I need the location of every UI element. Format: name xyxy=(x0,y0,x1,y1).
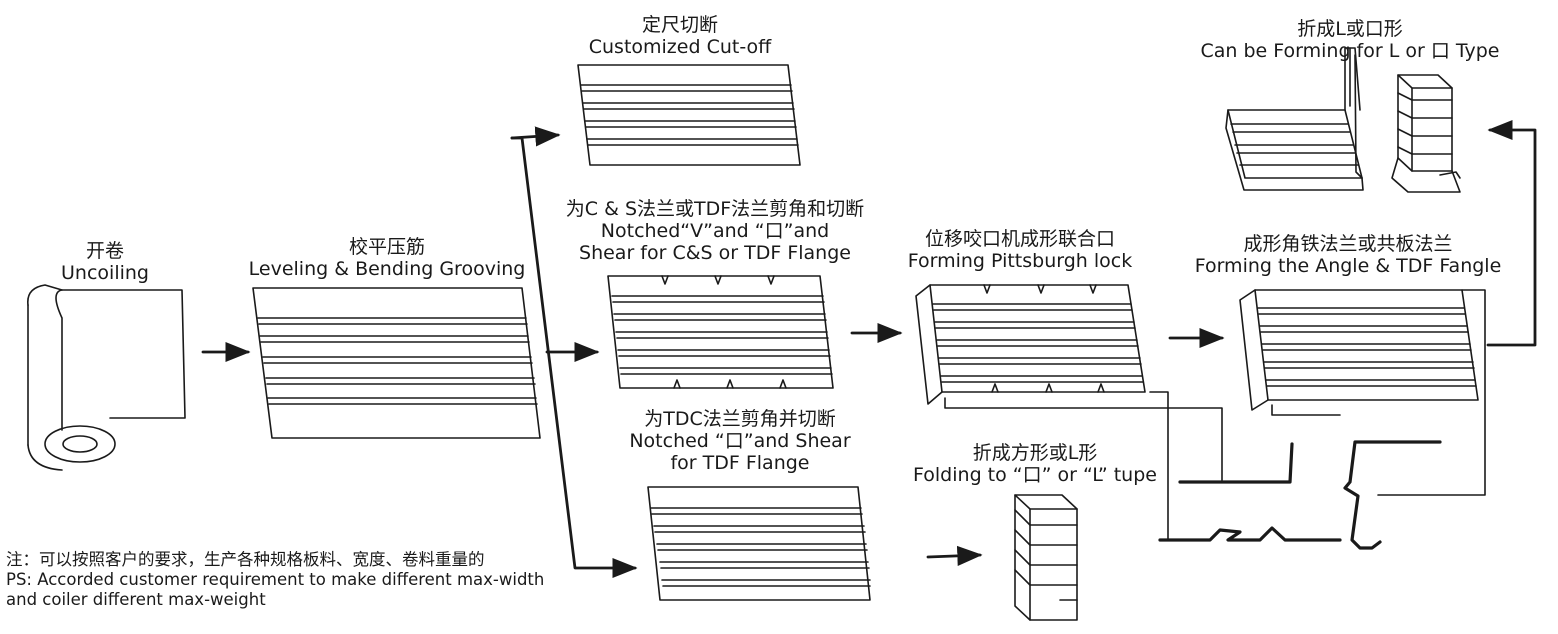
ps-note: 注：可以按照客户的要求，生产各种规格板料、宽度、卷料重量的 PS: Accord… xyxy=(6,550,544,610)
notch-tdc-en2: for TDF Flange xyxy=(670,452,810,474)
forming-l-cn: 折成L或口形 xyxy=(1297,18,1403,40)
square-duct-illustration xyxy=(1391,74,1461,193)
folding-cn: 折成方形或L形 xyxy=(972,442,1098,464)
notch-tdc-cn: 为TDC法兰剪角并切断 xyxy=(644,408,836,430)
cutoff-en: Customized Cut-off xyxy=(588,36,772,58)
label-cutoff: 定尺切断 Customized Cut-off xyxy=(570,14,790,58)
notched-v-sheet-illustration xyxy=(607,275,834,389)
folding-en: Folding to “口” or “L” tupe xyxy=(913,464,1157,486)
angle-en: Forming the Angle & TDF Fangle xyxy=(1194,255,1502,277)
notch-tdc-en1: Notched “口”and Shear xyxy=(629,430,851,452)
pittsburgh-en: Forming Pittsburgh lock xyxy=(907,250,1133,272)
label-leveling: 校平压筋 Leveling & Bending Grooving xyxy=(232,236,542,280)
cutoff-sheet-illustration xyxy=(577,64,801,166)
l-shape-duct-illustration xyxy=(1225,47,1364,191)
label-angle: 成形角铁法兰或共板法兰 Forming the Angle & TDF Fang… xyxy=(1188,233,1508,277)
folded-duct-illustration xyxy=(1014,494,1078,621)
tdc-notched-sheet-illustration xyxy=(647,486,871,601)
label-pittsburgh: 位移咬口机成形联合口 Forming Pittsburgh lock xyxy=(890,228,1150,272)
note-en1: PS: Accorded customer requirement to mak… xyxy=(6,570,545,589)
coil-illustration xyxy=(27,284,186,471)
label-forming-l: 折成L或口形 Can be Forming for L or 口 Type xyxy=(1190,18,1510,62)
leveled-sheet-illustration xyxy=(252,287,541,439)
uncoiling-cn: 开卷 xyxy=(85,240,124,262)
flange-profiles xyxy=(1158,440,1442,550)
pittsburgh-sheet-illustration xyxy=(915,284,1223,541)
uncoiling-en: Uncoiling xyxy=(61,262,149,284)
leveling-cn: 校平压筋 xyxy=(348,236,425,258)
angle-flange-sheet-illustration xyxy=(1239,289,1486,496)
note-en2: and coiler different max-weight xyxy=(6,590,266,609)
arrow-to-cutoff xyxy=(510,126,561,147)
flow-arrows xyxy=(201,119,1537,579)
cutoff-cn: 定尺切断 xyxy=(641,14,718,36)
label-notch-cs: 为C & S法兰或TDF法兰剪角和切断 Notched“V”and “口”and… xyxy=(535,198,895,264)
label-uncoiling: 开卷 Uncoiling xyxy=(40,240,170,284)
label-notch-tdc: 为TDC法兰剪角并切断 Notched “口”and Shear for TDF… xyxy=(600,408,880,474)
notch-cs-cn: 为C & S法兰或TDF法兰剪角和切断 xyxy=(565,198,865,220)
forming-l-en: Can be Forming for L or 口 Type xyxy=(1200,40,1500,62)
leveling-en: Leveling & Bending Grooving xyxy=(248,258,526,280)
arrow-to-folding xyxy=(926,545,983,566)
pittsburgh-cn: 位移咬口机成形联合口 xyxy=(924,228,1115,250)
label-folding: 折成方形或L形 Folding to “口” or “L” tupe xyxy=(895,442,1175,486)
notch-cs-en1: Notched“V”and “口”and xyxy=(600,220,830,242)
arrow-to-forming-l xyxy=(1486,119,1537,347)
angle-cn: 成形角铁法兰或共板法兰 xyxy=(1243,233,1453,255)
note-cn: 注：可以按照客户的要求，生产各种规格板料、宽度、卷料重量的 xyxy=(6,550,485,569)
notch-cs-en2: Shear for C&S or TDF Flange xyxy=(579,242,851,264)
